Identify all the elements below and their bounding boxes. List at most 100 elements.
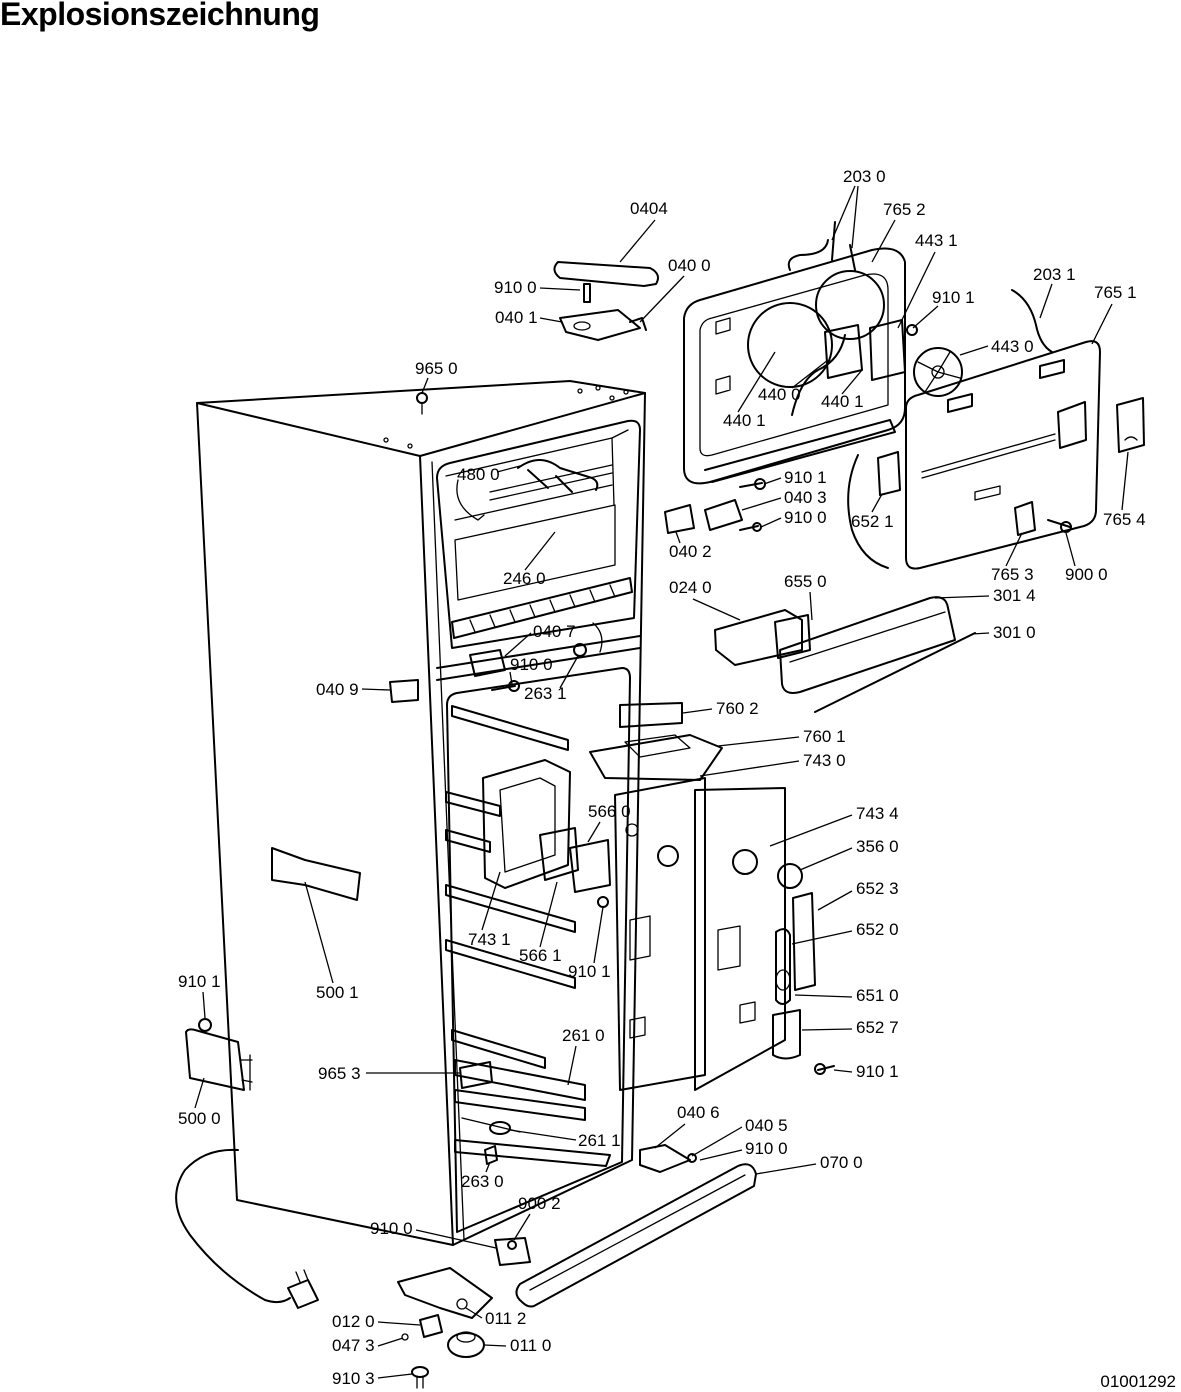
freezer-top-inner [445,429,629,506]
part-label: 011 0 [510,1336,551,1355]
leader-line [485,1161,491,1173]
screw-900-0 [1047,519,1071,528]
top-parts [553,261,976,713]
cover-765-4 [1116,397,1145,453]
louver [1039,359,1065,379]
knob-356-0 [777,863,803,889]
screw-910-1 [597,896,609,908]
cabinet-top-hole [383,437,389,443]
freezer-back-wall [454,504,616,601]
bracket-040-1 [559,309,641,341]
leader-line [194,1077,205,1109]
bulb-651-0 [775,969,791,991]
fan-hub [931,365,945,379]
panel-hole [625,823,639,837]
screw-900-2 [507,1240,517,1250]
part-label: 263 1 [524,684,567,703]
part-label: 301 4 [993,586,1036,605]
cabinet-top-hole [623,389,629,395]
leader-line [794,994,853,998]
leader-line [377,1337,404,1347]
part-label: 910 0 [370,1219,413,1238]
part-label: 0404 [630,199,668,218]
link-040-0 [629,317,647,331]
part-label: 040 0 [668,256,711,275]
panel-hole [657,845,679,867]
evaporator-fins [469,584,616,633]
leader-line [912,305,939,329]
part-label: 040 7 [533,622,576,641]
panel-slot [629,1016,646,1039]
part-label: 765 3 [991,565,1034,584]
part-label: 301 0 [993,623,1036,642]
leader-line [513,1213,531,1241]
plug-prongs [295,1269,309,1283]
part-label: 443 0 [991,337,1034,356]
leader-line [791,359,829,389]
part-label: 480 0 [457,465,500,484]
bracket-040-6 [639,1144,691,1173]
part-label: 261 1 [578,1131,621,1150]
part-label: 261 0 [562,1026,605,1045]
cabinet-top [196,380,646,457]
fridge-shelf [445,884,576,933]
cabinet-front-frame [431,461,465,1241]
part-label: 040 5 [745,1116,788,1135]
freezer-compartment [416,392,641,681]
fridge-shelf [445,939,576,989]
foot-011-0-top [456,1331,476,1343]
part-label: 910 0 [745,1139,788,1158]
part-label: 652 7 [856,1018,899,1037]
cabinet-side-panel [196,402,454,1246]
part-label: 655 0 [784,572,827,591]
panel-743-4-left [614,777,706,1091]
crisper-cover [454,1139,611,1167]
part-label: 900 0 [1065,565,1108,584]
panel-hole [732,849,758,875]
leader-line [202,991,206,1019]
leader-line [841,369,863,395]
screw-900-0-head [1060,521,1072,533]
screw-910-0 [687,1153,697,1163]
wires-203-0 [787,221,856,271]
box-500-0 [185,1028,245,1091]
part-label: 440 1 [723,411,766,430]
part-label: 500 0 [178,1109,221,1128]
part-label: 765 4 [1103,510,1146,529]
part-label: 440 1 [821,392,864,411]
part-label: 500 1 [316,983,359,1002]
panel-slot [717,925,741,971]
leader-line [871,493,883,513]
leader-lines [194,185,1129,1379]
leader-line [691,1126,743,1157]
leader-line [871,219,896,263]
part-label: 652 3 [856,879,899,898]
part-label: 652 1 [851,512,894,531]
leader-line [481,871,501,931]
wire-203-1 [1011,289,1053,353]
leader-line [959,345,989,356]
leader-line [509,671,513,685]
part-labels: 203 0 765 2 0404 443 1 040 0 203 1 765 1… [178,167,1146,1388]
part-label: 910 1 [932,288,975,307]
leader-line [377,1321,421,1326]
strip-301-4 [779,596,956,694]
part-label: 760 1 [803,727,846,746]
fan-cover-window [1057,401,1087,449]
leader-line [682,708,713,714]
leader-line [760,517,782,528]
screw-910-0 [491,685,516,691]
cover-652-1 [877,451,901,496]
leader-line [567,1045,577,1086]
leader-line [361,688,391,691]
leader-line [593,906,604,964]
part-label: 910 1 [568,962,611,981]
fridge-shelf [451,1029,546,1069]
part-label: 011 2 [485,1309,526,1328]
wire-652-1 [847,454,889,569]
fan-housing-base [704,419,896,483]
leader-line [1121,451,1129,511]
panel-slot [629,915,651,961]
leader-line [524,531,556,571]
screw-910-1 [739,482,763,488]
